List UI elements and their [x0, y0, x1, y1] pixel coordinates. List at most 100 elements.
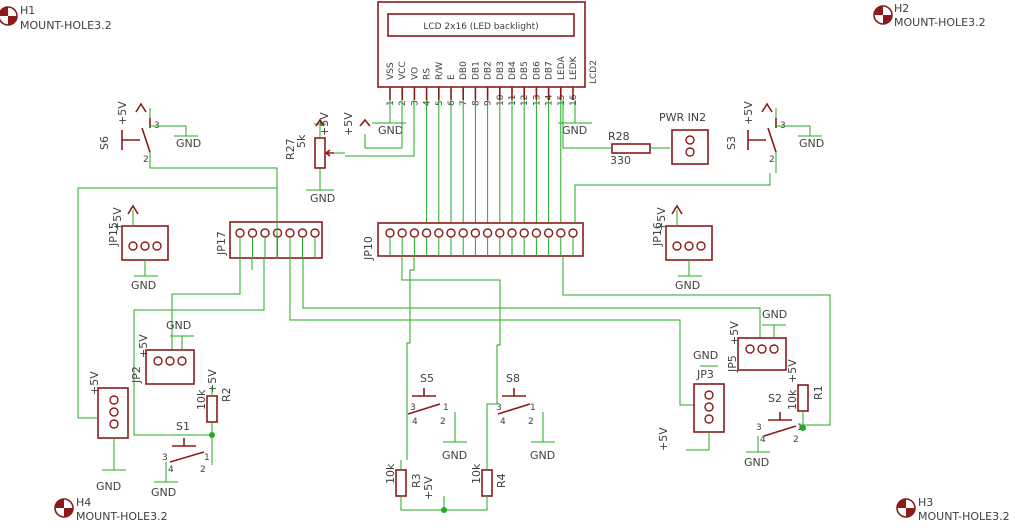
wire-jp5	[762, 324, 786, 338]
pin-num: 4	[168, 465, 174, 475]
jp10-pad	[421, 228, 432, 238]
resistor-r2[interactable]: R2 10k +5V	[195, 369, 233, 423]
r2-ref: R2	[220, 387, 233, 402]
r28-value: 330	[610, 154, 631, 167]
mount-hole-h3[interactable]: H3 MOUNT-HOLE3.2	[896, 496, 1010, 523]
wire-lcd-gnd	[372, 100, 406, 124]
junction-dot	[209, 432, 215, 438]
gnd-label: GND	[799, 137, 824, 150]
s3-body	[747, 118, 777, 153]
wire-jp17-s6	[149, 161, 278, 258]
switch-s2[interactable]: S2 3 4 1 2 GND	[744, 392, 803, 469]
wire-jp2	[170, 335, 194, 350]
gnd-label: GND	[176, 137, 201, 150]
gnd-label: GND	[675, 279, 700, 292]
jp3-header[interactable]: JP3 GND +5V	[657, 349, 725, 451]
jp16-pad	[696, 241, 706, 251]
mount-hole-fill	[897, 499, 915, 517]
lcd-pin-label: VSS	[386, 62, 396, 80]
jp17-pad	[247, 228, 258, 238]
resistor-r1[interactable]: R1 10k +5V	[786, 359, 825, 412]
jp5-body	[737, 337, 787, 371]
switch-s1[interactable]: S1 3 4 1 2 GND	[151, 420, 210, 499]
s3-ref: S3	[725, 136, 738, 150]
jp15-pad	[140, 241, 150, 251]
switch-s3[interactable]: S3 +5V 3 2 GND	[725, 101, 824, 165]
pin-num: 2	[143, 155, 149, 165]
resistor-r28[interactable]: R28 330	[608, 130, 651, 167]
jp17-pad	[285, 228, 295, 238]
r1-value: 10k	[786, 389, 799, 410]
jp16-pad	[684, 241, 694, 251]
pwr-in2-connector[interactable]: PWR IN2	[659, 111, 709, 165]
mount-hole-fill	[0, 7, 17, 25]
lcd-ref: LCD2	[589, 60, 599, 84]
wire-jp15	[132, 210, 158, 277]
pwr-ref: PWR IN2	[659, 111, 706, 124]
jp10-header[interactable]: JP10	[362, 222, 584, 261]
mount-hole-ref: H3	[918, 496, 933, 509]
lcd-pin-number: 10	[496, 94, 506, 106]
jp3-ref: JP3	[696, 368, 714, 381]
jp-left-pad	[109, 407, 119, 417]
s1-body	[169, 438, 205, 463]
pwr-pad	[685, 135, 695, 145]
pwr-pad	[685, 147, 695, 157]
jp10-pad	[409, 228, 420, 238]
resistor-r4[interactable]: R4 10k	[470, 463, 508, 497]
lcd-pin-number: 4	[423, 100, 433, 106]
jp10-pad	[385, 228, 395, 238]
gnd-label: GND	[442, 449, 467, 462]
jp5-header[interactable]: JP5 +5V GND	[726, 308, 787, 373]
jp5-ref: JP5	[726, 355, 739, 373]
r4-value: 10k	[470, 463, 483, 484]
lcd-pin-number: 3	[410, 100, 420, 106]
switch-s8[interactable]: S8 3 4 1 2 GND	[496, 372, 555, 462]
jp16-header[interactable]: JP16 +5V GND	[651, 207, 713, 292]
resistor-r3[interactable]: R3 10k	[384, 463, 423, 497]
lcd-pin-label: E	[447, 74, 457, 80]
mount-hole-value: MOUNT-HOLE3.2	[20, 19, 112, 32]
mount-hole-ref: H2	[894, 2, 909, 15]
r1-body	[797, 384, 809, 412]
jp15-pad	[128, 241, 138, 251]
jp-left-header[interactable]: +5V GND	[88, 371, 129, 493]
wire-jp16	[676, 210, 702, 277]
wire-jp17-jp2	[171, 258, 241, 350]
jp2-header[interactable]: JP2 +5V GND	[130, 319, 195, 385]
wire-jp-left	[78, 417, 126, 471]
switch-s5[interactable]: S5 3 4 1 2 GND	[407, 372, 467, 462]
wire-s5	[406, 404, 467, 460]
mount-hole-h4[interactable]: H4 MOUNT-HOLE3.2	[54, 496, 168, 523]
pin-num: 3	[756, 423, 762, 433]
jp10-pad	[556, 228, 566, 238]
pwr-body	[671, 129, 709, 165]
gnd-label: GND	[378, 124, 403, 137]
jp10-pad	[543, 228, 554, 238]
lcd-module[interactable]: LCD 2x16 (LED backlight) LCD2 VSS1VCC2VO…	[377, 1, 599, 137]
s6-ref: S6	[98, 136, 111, 150]
arrow-vcc	[127, 204, 139, 215]
jp10-pad	[568, 228, 578, 238]
wire-jp10-s5	[401, 256, 501, 404]
s2-body	[763, 412, 797, 437]
r27-body	[314, 137, 326, 169]
r3-body	[395, 469, 407, 497]
r27-value: 5k	[295, 134, 308, 148]
jp10-pad	[531, 228, 542, 238]
s2-ref: S2	[768, 392, 782, 405]
jp17-pad	[235, 228, 245, 238]
jp17-header[interactable]: JP17	[215, 221, 323, 259]
pin-num: 2	[528, 417, 534, 427]
jp15-header[interactable]: JP15 +5V GND	[107, 207, 169, 292]
jp-left-body	[97, 387, 129, 439]
mount-hole-h1[interactable]: H1 MOUNT-HOLE3.2	[0, 4, 112, 32]
jp2-pad	[153, 356, 163, 366]
mount-hole-h2[interactable]: H2 MOUNT-HOLE3.2	[873, 2, 986, 29]
vcc-label: +5V	[137, 334, 150, 358]
wire-s8	[486, 403, 555, 460]
lcd-data-bus	[426, 100, 562, 223]
pin-num: 3	[496, 403, 502, 413]
jp2-pad	[165, 356, 175, 366]
r3-value: 10k	[384, 463, 397, 484]
